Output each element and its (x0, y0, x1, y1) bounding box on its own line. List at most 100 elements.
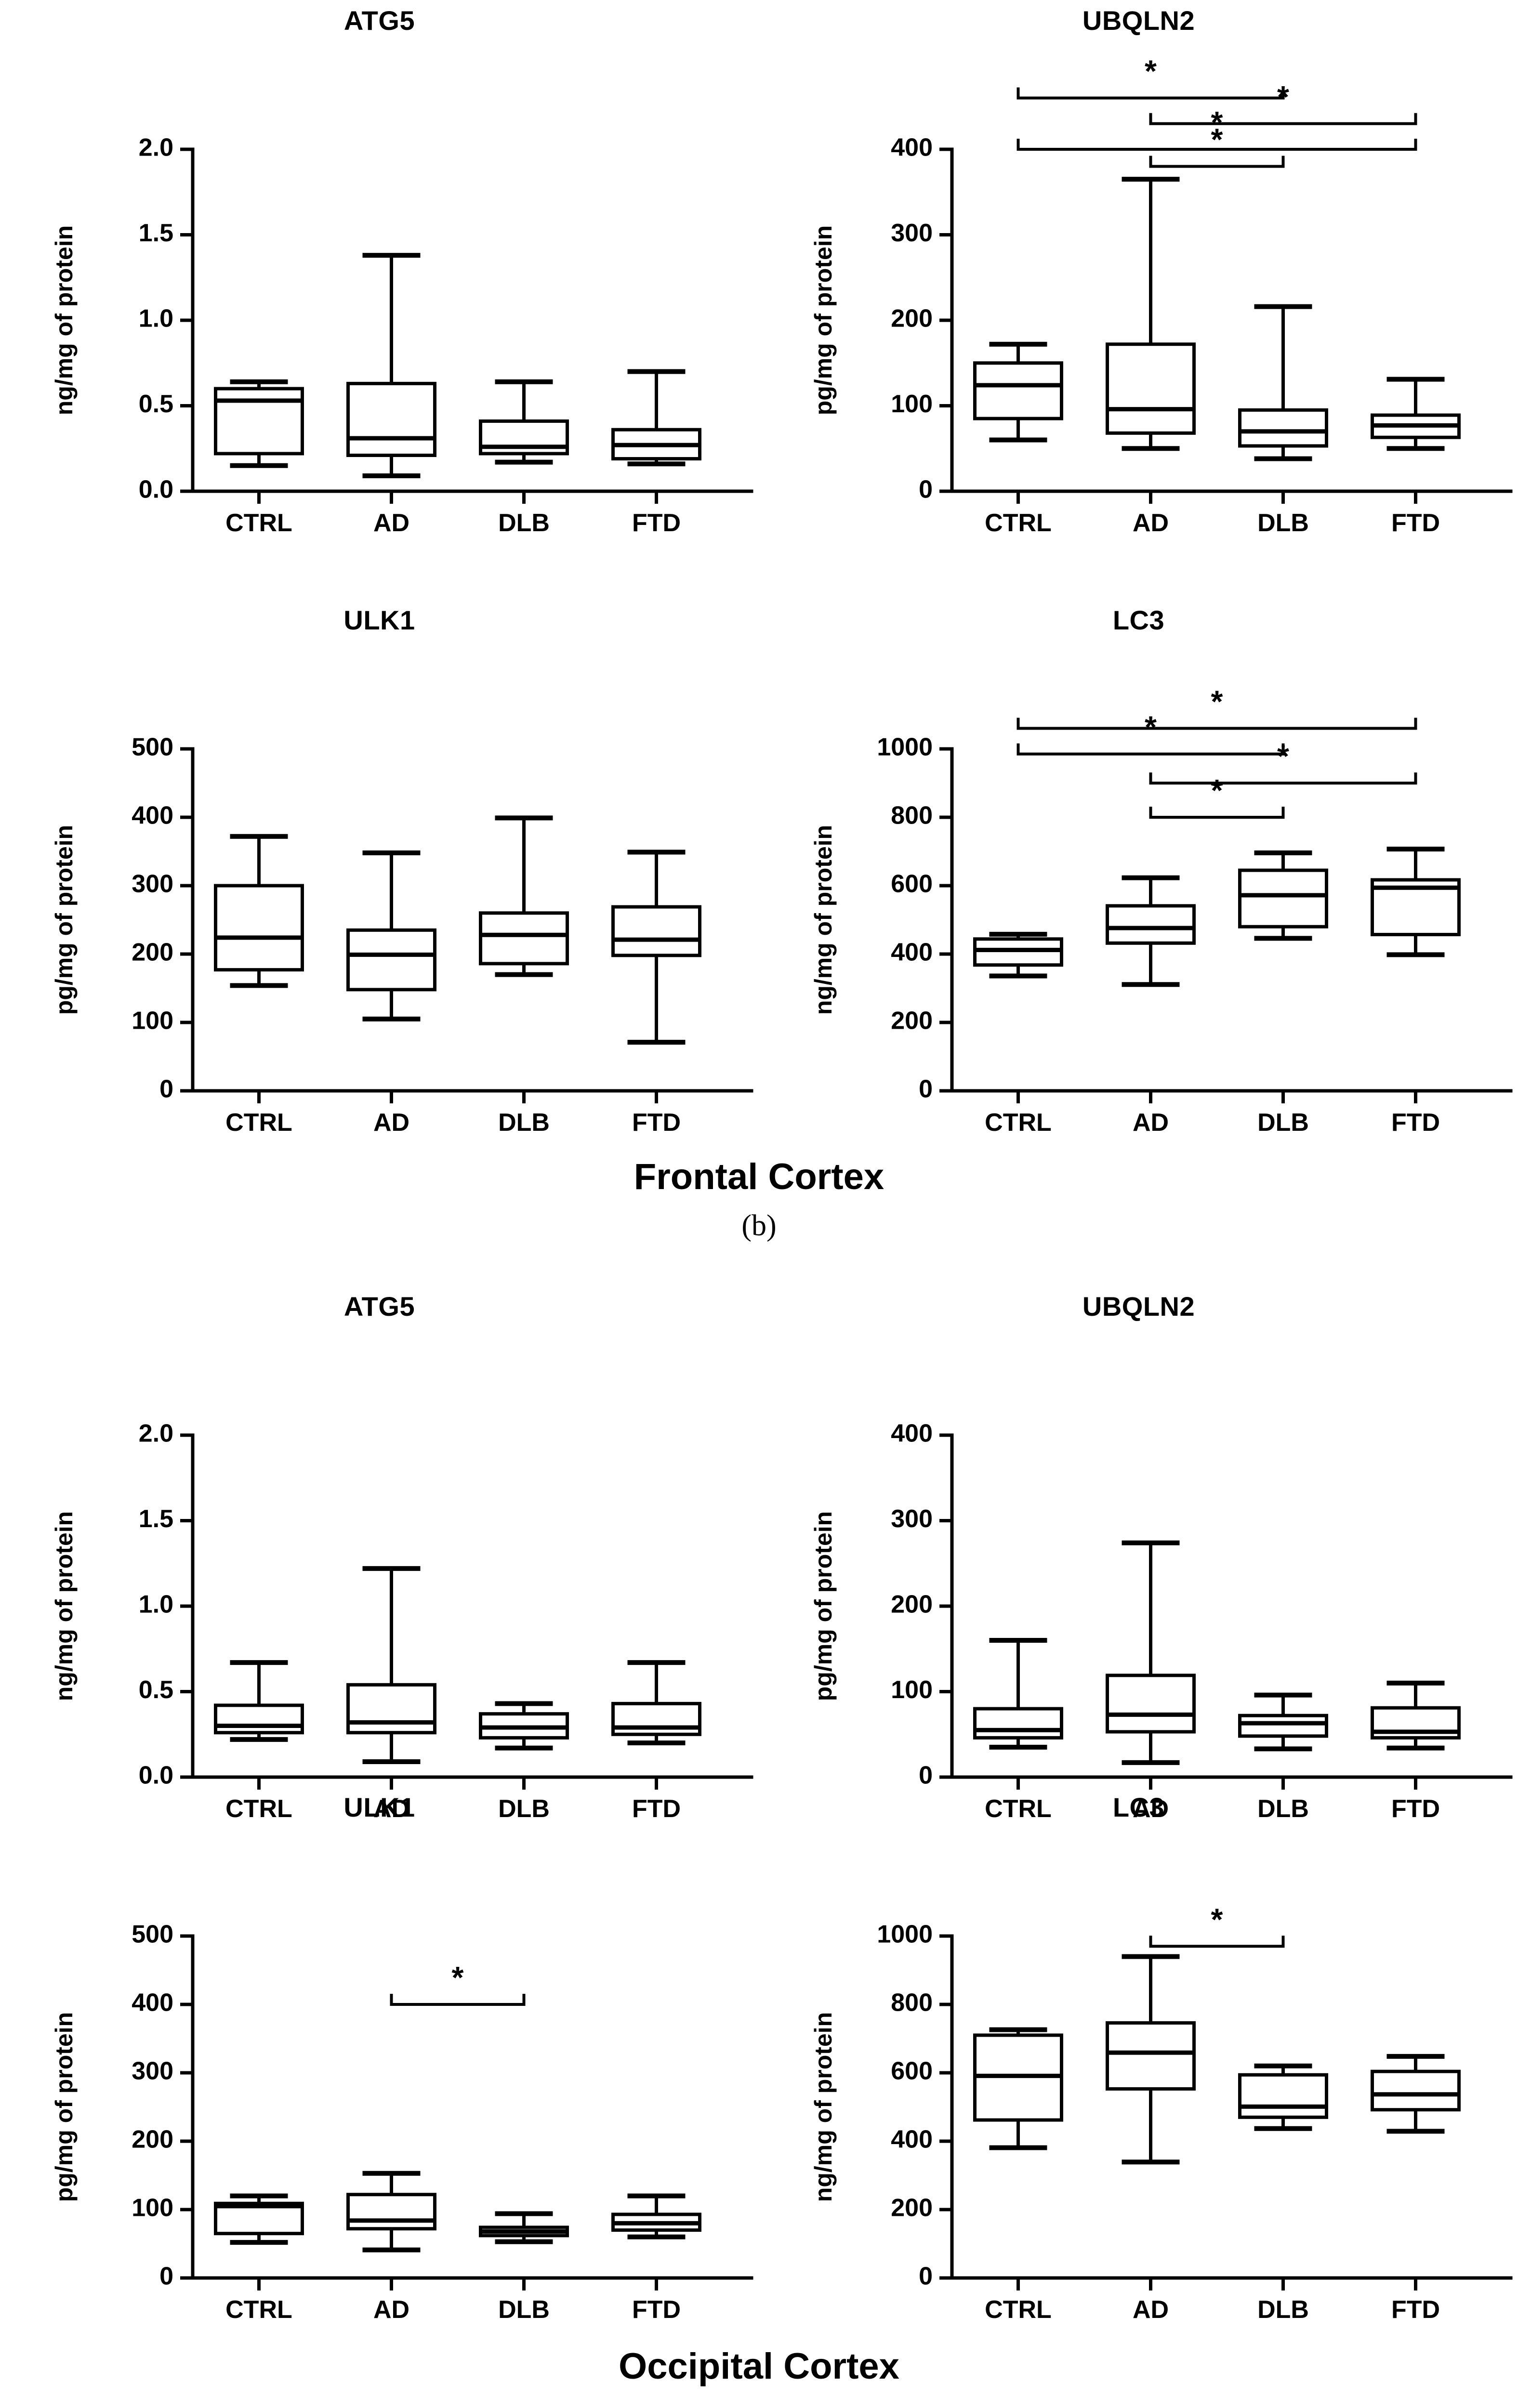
significance-bracket: * (1149, 79, 1417, 125)
significance-star: * (1277, 79, 1289, 114)
x-tick-label: DLB (1257, 2296, 1309, 2324)
y-tick-label: 0 (919, 2263, 933, 2290)
significance-star: * (1211, 1902, 1223, 1937)
x-tick-label: AD (373, 2296, 409, 2324)
y-tick-label: 0.5 (139, 390, 173, 418)
y-tick-label: 200 (891, 1007, 933, 1035)
box-ctrl (973, 1638, 1063, 1750)
y-tick-label: 500 (132, 1921, 173, 1949)
box-ctrl (973, 2027, 1063, 2150)
y-tick-label: 0 (159, 1075, 173, 1103)
box-ftd (1371, 1680, 1461, 1751)
y-axis-label: ng/mg of protein (810, 2012, 837, 2202)
y-axis-label: ng/mg of protein (810, 825, 837, 1015)
y-tick-label: 600 (891, 870, 933, 898)
significance-star: * (1211, 122, 1223, 157)
x-tick-label: FTD (632, 1109, 681, 1137)
y-tick-label: 500 (132, 733, 173, 761)
y-tick-label: 0.0 (139, 1762, 173, 1790)
significance-bracket: * (1149, 773, 1285, 819)
significance-bracket: * (1016, 54, 1285, 100)
y-tick-label: 1000 (877, 733, 933, 761)
box-ftd (611, 369, 701, 467)
box-ad (346, 850, 436, 1021)
y-tick-label: 2.0 (139, 134, 173, 162)
y-axis-label: pg/mg of protein (810, 1511, 837, 1701)
y-tick-label: 400 (132, 802, 173, 830)
significance-bracket: * (1016, 710, 1285, 756)
x-tick-label: DLB (498, 509, 550, 537)
y-tick-label: 600 (891, 2057, 933, 2085)
x-tick-label: AD (1133, 509, 1169, 537)
y-tick-label: 2.0 (139, 1420, 173, 1448)
y-tick-label: 400 (891, 1420, 933, 1448)
significance-bracket: * (390, 1960, 526, 2006)
y-axis-label: pg/mg of protein (810, 225, 837, 415)
x-tick-label: AD (373, 1109, 409, 1137)
box-dlb (1238, 850, 1328, 941)
panel-title: ULK1 (343, 605, 415, 635)
significance-bracket: * (1149, 1902, 1285, 1948)
y-axis-label: ng/mg of protein (51, 225, 78, 415)
box-ftd (1371, 377, 1461, 451)
box-ftd (611, 850, 701, 1045)
x-tick-label: DLB (498, 2296, 550, 2324)
box-ctrl (214, 1660, 304, 1742)
box-ctrl (214, 2193, 304, 2245)
y-tick-label: 200 (132, 2126, 173, 2154)
y-tick-label: 100 (132, 1007, 173, 1035)
x-tick-label: AD (1133, 1109, 1169, 1137)
box-ad (346, 253, 436, 479)
x-tick-label: FTD (632, 2296, 681, 2324)
y-tick-label: 0 (919, 1075, 933, 1103)
y-tick-label: 400 (891, 939, 933, 967)
section-letter-c: (c) (0, 2403, 1518, 2408)
significance-bracket: * (1149, 739, 1417, 785)
box-dlb (479, 815, 569, 977)
box-ad (1106, 177, 1196, 451)
box-dlb (1238, 1692, 1328, 1752)
x-tick-label: FTD (1391, 1795, 1440, 1823)
x-tick-label: AD (1133, 1795, 1169, 1823)
box-ad (1106, 1540, 1196, 1765)
x-tick-label: FTD (1391, 1109, 1440, 1137)
x-tick-label: CTRL (985, 509, 1052, 537)
significance-bracket: * (1016, 684, 1417, 730)
box-dlb (1238, 304, 1328, 461)
y-tick-label: 200 (891, 305, 933, 333)
x-tick-label: DLB (498, 1795, 550, 1823)
y-tick-label: 200 (891, 1591, 933, 1619)
y-tick-label: 400 (891, 2126, 933, 2154)
box-ctrl (214, 379, 304, 468)
box-ad (1106, 1954, 1196, 2165)
y-tick-label: 300 (132, 2057, 173, 2085)
x-tick-label: CTRL (985, 1109, 1052, 1137)
box-ad (346, 1566, 436, 1765)
x-tick-label: FTD (632, 1795, 681, 1823)
y-tick-label: 1.0 (139, 1591, 173, 1619)
significance-star: * (1277, 739, 1289, 773)
x-tick-label: FTD (1391, 509, 1440, 537)
y-tick-label: 0 (919, 476, 933, 504)
y-tick-label: 200 (132, 939, 173, 967)
x-tick-label: FTD (1391, 2296, 1440, 2324)
box-ftd (1371, 2054, 1461, 2134)
y-tick-label: 200 (891, 2194, 933, 2222)
box-ftd (611, 1660, 701, 1745)
